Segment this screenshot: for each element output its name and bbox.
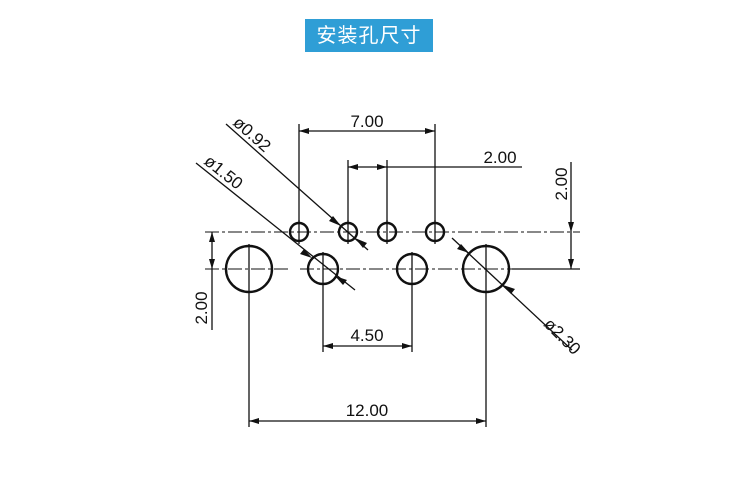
dim-4-50: 4.50 [322,286,413,352]
dim-label-7-00: 7.00 [350,112,383,131]
hole-center-marks [248,220,487,294]
dim-7-00: 7.00 [298,112,436,222]
dim-12-00: 12.00 [248,294,487,427]
dim-2-00-pitch: 2.00 [347,148,522,222]
dim-label-2-00-left: 2.00 [192,291,211,324]
dim-label-12-00: 12.00 [346,401,389,420]
dim-label-2-00-pitch: 2.00 [483,148,516,167]
dim-2-00-left-vertical: 2.00 [192,232,215,330]
leader-dia-2-30: ø2.30 [451,237,584,359]
dim-2-00-right-vertical: 2.00 [512,162,580,270]
title-banner: 安装孔尺寸 [305,19,433,52]
leader-dia-0-92: ø0.92 [225,113,369,251]
dim-label-dia-2-30: ø2.30 [540,314,584,358]
dim-label-2-00-right: 2.00 [552,167,571,200]
dim-label-dia-0-92: ø0.92 [229,113,274,156]
dim-label-4-50: 4.50 [350,326,383,345]
